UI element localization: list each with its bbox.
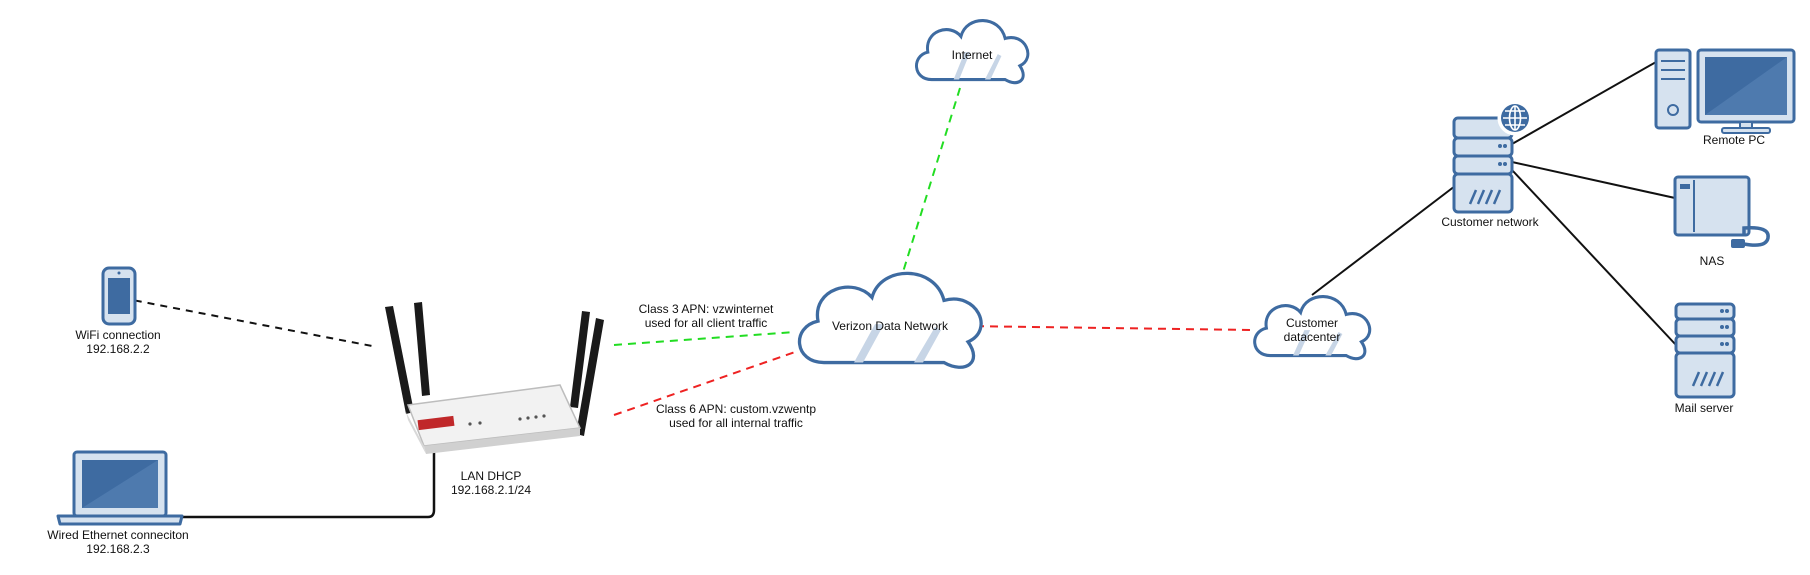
- router-lan-label-line2: 192.168.2.1/24: [450, 483, 532, 497]
- datacenter-label-line2: datacenter: [1283, 330, 1341, 344]
- mail-server-icon: [1674, 302, 1736, 399]
- router-icon: [385, 302, 604, 454]
- connection-lines: [121, 61, 1677, 519]
- wifi-device-label-line2: 192.168.2.2: [86, 342, 150, 356]
- datacenter-label-line1: Customer: [1285, 316, 1338, 330]
- server-globe-icon: [1452, 100, 1533, 214]
- smartphone-icon: [101, 266, 137, 326]
- customer-network-nas-link: [1511, 161, 1676, 199]
- desktop-pc-icon: [1654, 48, 1796, 134]
- apn-class3-link: [613, 331, 796, 346]
- wifi-link: [121, 297, 373, 347]
- apn-class6-link: [613, 351, 796, 416]
- wired-ethernet-link: [180, 432, 436, 519]
- laptop-label-line1: Wired Ethernet conneciton: [47, 528, 189, 542]
- router-lan-label-line1: LAN DHCP: [460, 469, 522, 483]
- apn-class6-label: Class 6 APN: custom.vzwentp used for all…: [646, 402, 826, 430]
- customer-network-remote-pc-link: [1511, 61, 1657, 145]
- apn-class3-label-line2: used for all client traffic: [644, 316, 768, 330]
- internet-verizon-link: [902, 87, 961, 273]
- datacenter-label: Customer datacenter: [1262, 316, 1362, 344]
- nas-storage-icon: [1673, 175, 1770, 248]
- verizon-datacenter-link: [961, 325, 1254, 331]
- wifi-device-label: WiFi connection 192.168.2.2: [58, 328, 178, 356]
- router-lan-label: LAN DHCP 192.168.2.1/24: [436, 469, 546, 497]
- internet-cloud-icon: [914, 18, 1030, 85]
- nas-label: NAS: [1699, 254, 1725, 268]
- laptop-icon: [56, 450, 184, 526]
- apn-class6-label-line1: Class 6 APN: custom.vzwentp: [655, 402, 817, 416]
- customer-network-mail-server-link: [1511, 169, 1677, 346]
- customer-network-label: Customer network: [1441, 215, 1539, 229]
- apn-class3-label-line1: Class 3 APN: vzwinternet: [638, 302, 774, 316]
- remote-pc-label: Remote PC: [1702, 133, 1766, 147]
- wifi-device-label-line1: WiFi connection: [75, 328, 161, 342]
- laptop-label: Wired Ethernet conneciton 192.168.2.3: [28, 528, 208, 556]
- mail-server-label: Mail server: [1674, 401, 1734, 415]
- verizon-cloud-icon: [797, 271, 983, 369]
- datacenter-customer-network-link: [1311, 185, 1456, 296]
- internet-label: Internet: [951, 48, 993, 62]
- datacenter-cloud-icon: [1253, 294, 1372, 361]
- laptop-label-line2: 192.168.2.3: [86, 542, 150, 556]
- verizon-network-label: Verizon Data Network: [831, 319, 949, 333]
- apn-class3-label: Class 3 APN: vzwinternet used for all cl…: [626, 302, 786, 330]
- apn-class6-label-line2: used for all internal traffic: [669, 416, 803, 430]
